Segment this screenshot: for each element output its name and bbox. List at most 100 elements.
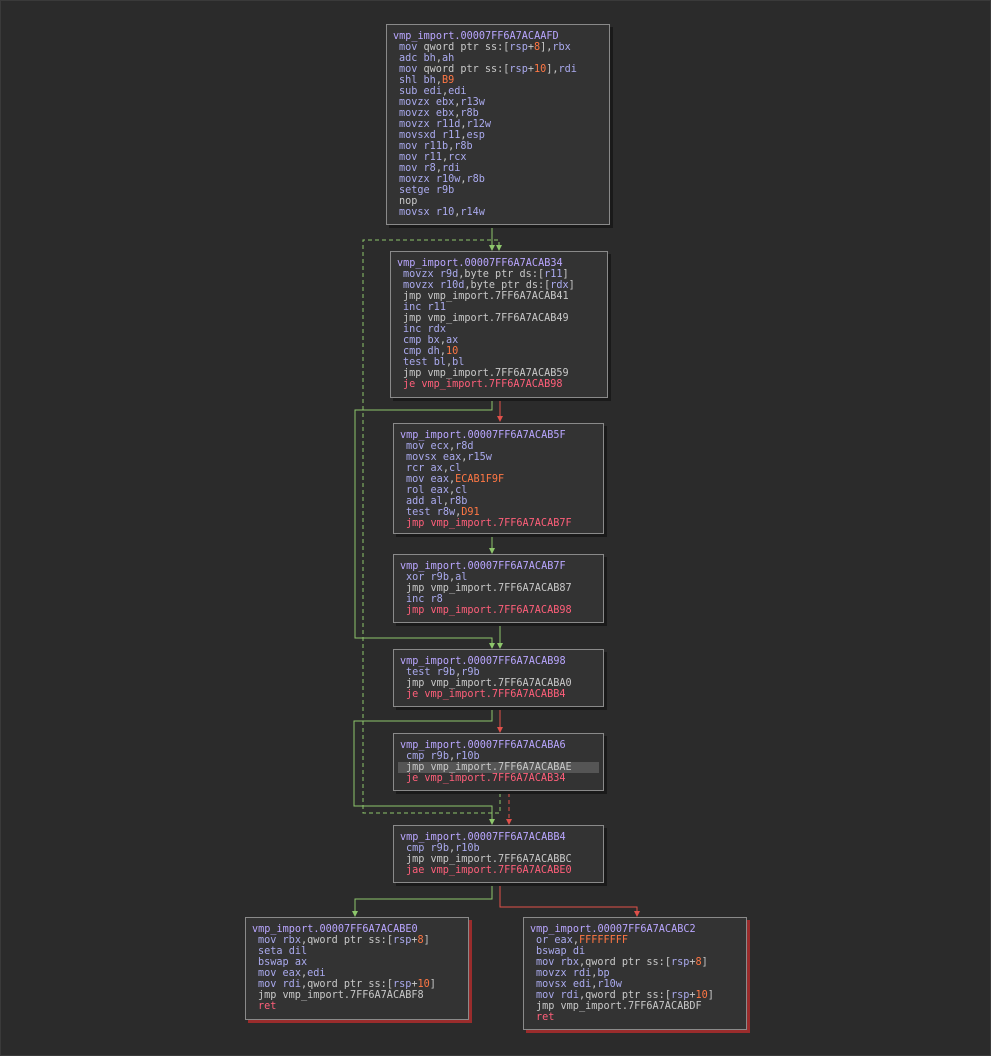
instruction-line[interactable]: rcr ax,cl [400,463,597,474]
instruction-line[interactable]: jmp vmp_import.7FF6A7ACAB41 [397,291,601,302]
instruction-token: ECAB1F9F [455,474,505,485]
instruction-token: , [460,174,467,185]
instruction-line[interactable]: movsx r10,r14w [393,207,603,218]
instruction-line[interactable]: inc rdx [397,324,601,335]
instruction-line[interactable]: mov rdi,qword ptr ss:[rsp+10] [530,990,740,1001]
instruction-token: movsx [399,207,430,218]
instruction-line[interactable]: add al,r8b [400,496,597,507]
instruction-line[interactable]: cmp dh,10 [397,346,601,357]
block-label[interactable]: vmp_import.00007FF6A7ACAAFD [393,31,559,42]
instruction-line[interactable]: jmp vmp_import.7FF6A7ACAB49 [397,313,601,324]
instruction-token: ], [546,64,559,75]
instruction-line[interactable]: movsx edi,r10w [530,979,740,990]
instruction-line[interactable]: mov r11b,r8b [393,141,603,152]
instruction-token: mov [536,990,555,1001]
instruction-line[interactable]: jmp vmp_import.7FF6A7ACAB98 [400,605,597,616]
instruction-line[interactable]: sub edi,edi [393,86,603,97]
instruction-line[interactable]: mov eax,edi [252,968,462,979]
instruction-token: cmp [406,751,425,762]
block-label[interactable]: vmp_import.00007FF6A7ACABE0 [252,924,418,935]
instruction-line[interactable]: jmp vmp_import.7FF6A7ACABA0 [400,678,597,689]
instruction-line[interactable]: movzx ebx,r8b [393,108,603,119]
instruction-line[interactable]: je vmp_import.7FF6A7ACAB98 [397,379,601,390]
instruction-line[interactable]: movzx r11d,r12w [393,119,603,130]
instruction-line[interactable]: movzx ebx,r13w [393,97,603,108]
instruction-line[interactable]: nop [393,196,603,207]
block-label[interactable]: vmp_import.00007FF6A7ACABC2 [530,924,696,935]
instruction-line[interactable]: jmp vmp_import.7FF6A7ACABBC [400,854,597,865]
instruction-line[interactable]: mov ecx,r8d [400,441,597,452]
instruction-token: jmp [406,678,425,689]
instruction-token: r8b [466,174,485,185]
instruction-line[interactable]: xor r9b,al [400,572,597,583]
instruction-line[interactable]: je vmp_import.7FF6A7ACABB4 [400,689,597,700]
instruction-line[interactable]: movsx eax,r15w [400,452,597,463]
instruction-token: test [403,357,428,368]
instruction-line[interactable]: mov r11,rcx [393,152,603,163]
instruction-line[interactable]: jmp vmp_import.7FF6A7ACABAE [398,762,599,773]
instruction-line[interactable]: movzx rdi,bp [530,968,740,979]
instruction-line[interactable]: mov qword ptr ss:[rsp+8],rbx [393,42,603,53]
block-label[interactable]: vmp_import.00007FF6A7ACAB7F [400,561,566,572]
instruction-token: mov [258,979,277,990]
instruction-line[interactable]: jmp vmp_import.7FF6A7ACAB59 [397,368,601,379]
instruction-line[interactable]: jmp vmp_import.7FF6A7ACAB7F [400,518,597,529]
instruction-line[interactable]: inc r8 [400,594,597,605]
instruction-line[interactable]: mov r8,rdi [393,163,603,174]
block-label[interactable]: vmp_import.00007FF6A7ACAB98 [400,656,566,667]
block-label[interactable]: vmp_import.00007FF6A7ACAB5F [400,430,566,441]
block-label[interactable]: vmp_import.00007FF6A7ACAB34 [397,258,563,269]
instruction-line[interactable]: seta dil [252,946,462,957]
instruction-line[interactable]: cmp r9b,r10b [400,751,597,762]
instruction-line[interactable]: shl bh,B9 [393,75,603,86]
instruction-line[interactable]: movsxd r11,esp [393,130,603,141]
instruction-line[interactable]: movzx r10d,byte ptr ds:[rdx] [397,280,601,291]
instruction-line[interactable]: cmp bx,ax [397,335,601,346]
instruction-line[interactable]: test r8w,D91 [400,507,597,518]
instruction-token: r8w [436,507,456,518]
block-label[interactable]: vmp_import.00007FF6A7ACABA6 [400,740,566,751]
instruction-line[interactable]: mov eax,ECAB1F9F [400,474,597,485]
block-label[interactable]: vmp_import.00007FF6A7ACABB4 [400,832,566,843]
instruction-line[interactable]: setge r9b [393,185,603,196]
instruction-line[interactable]: cmp r9b,r10b [400,843,597,854]
instruction-token: , [435,53,442,64]
instruction-token: jmp [403,368,422,379]
instruction-line[interactable]: mov rdi,qword ptr ss:[rsp+10] [252,979,462,990]
instruction-line[interactable]: movzx r10w,r8b [393,174,603,185]
instruction-line[interactable]: bswap di [530,946,740,957]
edge-b7-b9 [499,883,640,917]
instruction-line[interactable]: ret [252,1001,462,1012]
instruction-token: rdi [441,163,461,174]
instruction-token: , [442,496,449,507]
instruction-line[interactable]: mov rbx,qword ptr ss:[rsp+8] [530,957,740,968]
instruction-token: r9b [430,751,449,762]
instruction-line[interactable]: je vmp_import.7FF6A7ACAB34 [400,773,597,784]
instruction-line[interactable]: inc r11 [397,302,601,313]
instruction-line[interactable]: rol eax,cl [400,485,597,496]
instruction-line[interactable]: jmp vmp_import.7FF6A7ACABDF [530,1001,740,1012]
instruction-line[interactable]: mov rbx,qword ptr ss:[rsp+8] [252,935,462,946]
instruction-line[interactable]: movzx r9d,byte ptr ds:[r11] [397,269,601,280]
instruction-line[interactable]: jmp vmp_import.7FF6A7ACAB87 [400,583,597,594]
instruction-line[interactable]: test bl,bl [397,357,601,368]
instruction-line[interactable]: or eax,FFFFFFFF [530,935,740,946]
instruction-line[interactable]: bswap ax [252,957,462,968]
instruction-line[interactable]: jae vmp_import.7FF6A7ACABE0 [400,865,597,876]
instruction-line[interactable]: ret [530,1012,740,1023]
instruction-token: , [300,968,308,979]
instruction-line[interactable]: mov qword ptr ss:[rsp+10],rdi [393,64,603,75]
instruction-line[interactable]: test r9b,r9b [400,667,597,678]
instruction-line[interactable]: jmp vmp_import.7FF6A7ACABF8 [252,990,462,1001]
instruction-line[interactable]: adc bh,ah [393,53,603,64]
